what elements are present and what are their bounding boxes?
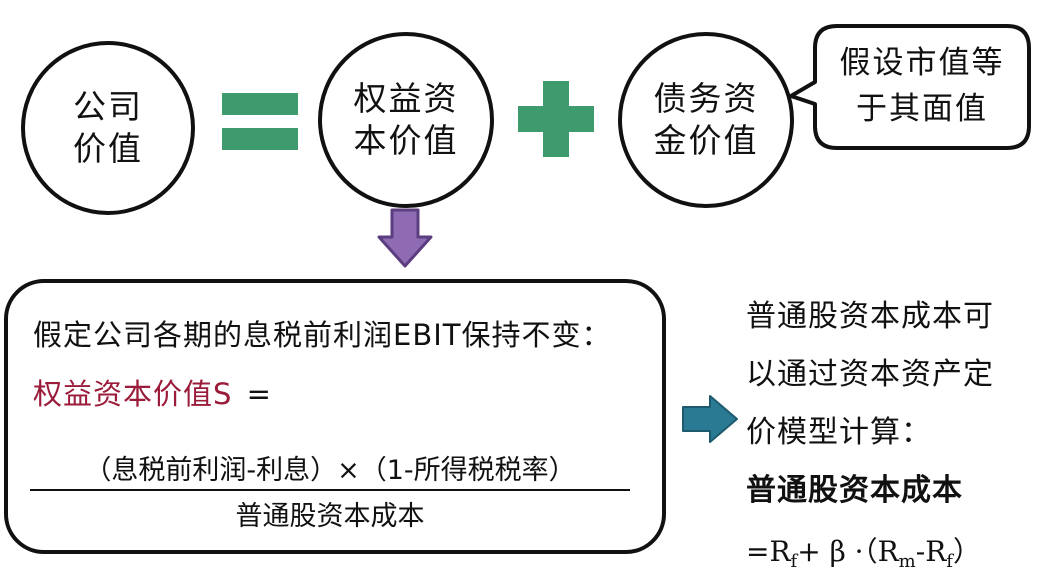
fraction-bar [30,489,630,491]
capm-formula: =Rf+ β ·（Rm-Rf） [746,530,981,572]
callout-text: 假设市值等 于其面值 [822,40,1022,132]
capm-rf-sub: f [790,551,798,572]
capm-plus-beta: + β ·（R [797,535,899,568]
callout-bubble [789,24,1031,150]
equity-value-line2: 本价值 [353,121,459,160]
debt-value-circle: 债务资 金价值 [618,32,794,208]
down-arrow-icon [377,208,433,268]
company-value-line2: 价值 [73,129,143,168]
equity-value-line1: 权益资 [353,79,459,118]
equals-icon-bottom-bar [222,128,298,150]
right-arrow-icon [682,395,738,443]
equity-value-circle: 权益资 本价值 [318,32,494,208]
capm-rf-sub2: f [946,551,953,572]
equity-value-label: 权益资本价值S [33,377,233,411]
formula-denominator: 普通股资本成本 [235,501,425,532]
debt-value-line2: 金价值 [653,121,759,160]
capm-line3: 价模型计算： [746,415,932,450]
capm-heading: 普通股资本成本 [746,473,963,508]
capm-line2: 以通过资本资产定 [746,357,994,392]
debt-value-line1: 债务资 [653,79,759,118]
capm-explanation: 普通股资本成本可 以通过资本资产定 价模型计算： 普通股资本成本 [746,288,1036,520]
capm-minus-r: -R [915,535,947,568]
assumption-text: 假定公司各期的息税前利润EBIT保持不变： [33,318,612,352]
capm-eq-r: =R [746,535,791,568]
callout-line1: 假设市值等 [839,45,1005,81]
plus-icon [518,81,594,157]
company-value-circle: 公司 价值 [21,41,195,215]
equity-value-formula-box [4,279,666,554]
capm-rm-sub: m [898,551,916,572]
capm-line1: 普通股资本成本可 [746,299,994,334]
equals-icon-top-bar [222,93,298,115]
callout-line2: 于其面值 [856,91,988,127]
formula-numerator: （息税前利润-利息）×（1-所得税税率） [84,455,576,486]
equals-sign: = [246,377,272,411]
equity-value-formula-line: 权益资本价值S = [33,371,272,413]
capm-close: ） [952,535,981,568]
company-value-line1: 公司 [73,87,143,126]
